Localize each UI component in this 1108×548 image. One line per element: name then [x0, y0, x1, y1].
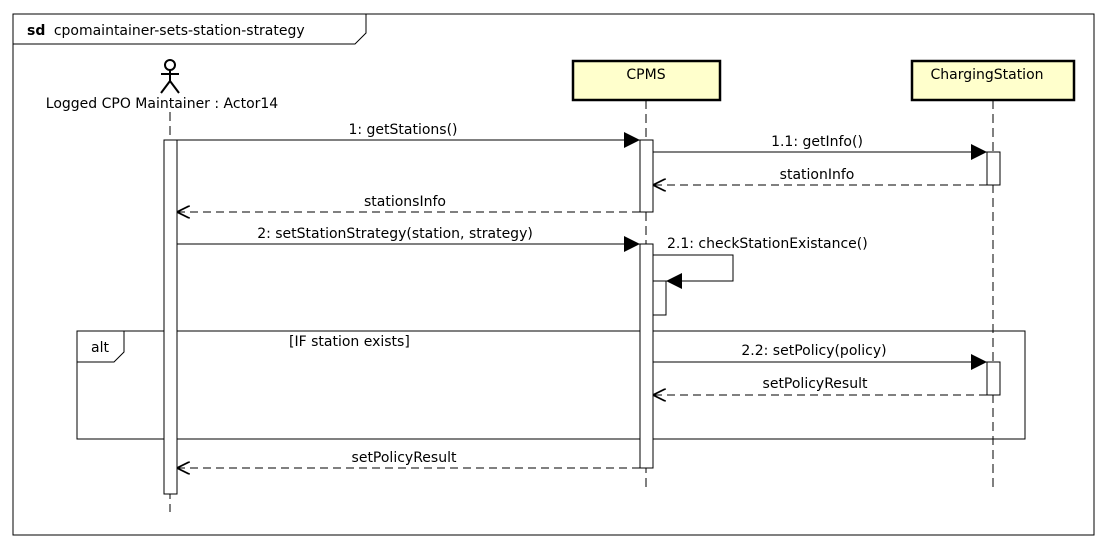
message-check-station-existance: 2.1: checkStationExistance() — [653, 236, 868, 289]
message-label: 1.1: getInfo() — [771, 134, 863, 150]
message-get-info: 1.1: getInfo() — [653, 134, 987, 160]
cpms-activation-1 — [639, 139, 654, 213]
participant-cpms: CPMS — [571, 59, 722, 102]
message-set-policy-result-reply: setPolicyResult — [653, 376, 987, 395]
frame-title: cpomaintainer-sets-station-strategy — [54, 23, 305, 39]
message-set-policy-result-to-actor: setPolicyResult — [177, 450, 640, 468]
frame-keyword: sd — [27, 23, 45, 39]
message-label: setPolicyResult — [352, 450, 457, 466]
cpms-activation-2 — [639, 243, 654, 469]
station-activation-2 — [986, 361, 1001, 396]
participant-charging-station-label: ChargingStation — [930, 67, 1043, 83]
diagram-frame — [12, 13, 1095, 536]
alt-guard: [IF station exists] — [289, 334, 410, 350]
actor-label: Logged CPO Maintainer : Actor14 — [46, 96, 279, 112]
message-label: 2.2: setPolicy(policy) — [741, 343, 886, 359]
message-label: stationInfo — [780, 167, 855, 183]
alt-operator: alt — [91, 340, 109, 356]
alt-fragment: alt [IF station exists] — [76, 330, 1026, 440]
message-set-station-strategy: 2: setStationStrategy(station, strategy) — [177, 226, 640, 252]
station-activation-1 — [986, 151, 1001, 186]
participant-cpms-label: CPMS — [626, 67, 665, 83]
frame-tab — [13, 14, 367, 45]
cpms-self-activation — [652, 280, 667, 316]
message-label: 1: getStations() — [348, 122, 457, 138]
message-label: stationsInfo — [364, 194, 446, 210]
svg-text:sd cpomaintainer-sets-stat: sd cpomaintainer-sets-station-strategy — [27, 23, 305, 39]
actor-activation — [163, 139, 178, 495]
message-get-stations: 1: getStations() — [177, 122, 640, 148]
message-set-policy: 2.2: setPolicy(policy) — [653, 343, 987, 370]
actor-stick-figure-icon — [160, 59, 180, 94]
participant-charging-station: ChargingStation — [910, 59, 1076, 102]
message-stations-info-reply: stationsInfo — [177, 194, 640, 212]
message-label: 2.1: checkStationExistance() — [667, 236, 868, 252]
message-station-info-reply: stationInfo — [653, 167, 987, 185]
message-label: setPolicyResult — [763, 376, 868, 392]
message-label: 2: setStationStrategy(station, strategy) — [257, 226, 533, 242]
